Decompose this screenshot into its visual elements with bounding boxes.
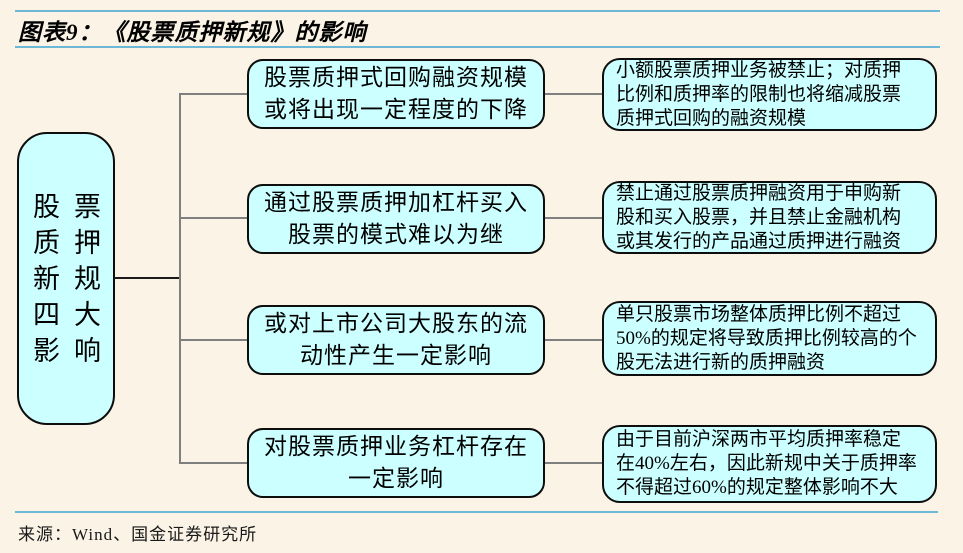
detail-box-4: 由于目前沪深两市平均质押率稳定 在40%左右，因此新规中关于质押率 不得超过60… — [602, 425, 937, 503]
summary-line: 动性产生一定影响 — [300, 343, 492, 368]
detail-line: 股和买入股票，并且禁止金融机构 — [616, 206, 902, 228]
summary-line: 股票质押式回购融资规模 — [264, 65, 528, 90]
detail-line: 50%的规定将导致质押比例较高的个 — [616, 327, 917, 349]
root-box-line: 质押 — [33, 227, 115, 258]
root-box-line: 新规 — [33, 263, 115, 294]
divider-line-bottom — [15, 511, 938, 513]
connector-link-3 — [545, 339, 602, 341]
detail-line: 不得超过60%的规定整体影响不大 — [616, 477, 898, 498]
summary-line: 通过股票质押加杠杆买入 — [264, 190, 528, 215]
summary-line: 或对上市公司大股东的流 — [264, 311, 528, 336]
connector-link-4 — [545, 462, 602, 464]
summary-line: 一定影响 — [348, 466, 444, 491]
connector-branch-3 — [181, 339, 247, 341]
figure-title: 图表9：《股票质押新规》的影响 — [18, 20, 367, 45]
detail-line: 股无法进行新的质押融资 — [616, 351, 826, 373]
summary-line: 或将出现一定程度的下降 — [264, 97, 528, 122]
source-note: 来源：Wind、国金证券研究所 — [18, 525, 258, 544]
detail-line: 比例和质押率的限制也将缩减股票 — [616, 83, 902, 105]
detail-line: 在40%左右，因此新规中关于质押率 — [616, 453, 917, 474]
detail-line: 或其发行的产品通过质押进行融资 — [616, 230, 902, 252]
root-box-line: 影响 — [33, 335, 115, 366]
divider-line-under-title — [15, 46, 940, 48]
summary-line: 股票的模式难以为继 — [288, 222, 504, 247]
connector-link-2 — [545, 217, 602, 219]
detail-box-1: 小额股票质押业务被禁止；对质押 比例和质押率的限制也将缩减股票 质押式回购的融资… — [602, 58, 937, 131]
detail-box-2: 禁止通过股票质押融资用于申购新 股和买入股票，并且禁止金融机构 或其发行的产品通… — [602, 181, 937, 254]
summary-box-4: 对股票质押业务杠杆存在 一定影响 — [247, 428, 545, 498]
detail-line: 质押式回购的融资规模 — [616, 107, 807, 129]
detail-line: 由于目前沪深两市平均质押率稳定 — [616, 429, 902, 450]
connector-branch-2 — [181, 217, 247, 219]
root-box: 股票 质押 新规 四大 影响 — [17, 132, 115, 425]
detail-line: 禁止通过股票质押融资用于申购新 — [616, 182, 902, 204]
connector-link-1 — [545, 93, 602, 95]
divider-line-top — [15, 10, 940, 12]
detail-line: 单只股票市场整体质押比例不超过 — [616, 303, 902, 325]
summary-box-1: 股票质押式回购融资规模 或将出现一定程度的下降 — [247, 59, 545, 129]
summary-box-3: 或对上市公司大股东的流 动性产生一定影响 — [247, 305, 545, 375]
connector-branch-4 — [181, 462, 247, 464]
detail-line: 小额股票质押业务被禁止；对质押 — [616, 59, 902, 81]
summary-box-2: 通过股票质押加杠杆买入 股票的模式难以为继 — [247, 184, 545, 254]
summary-line: 对股票质押业务杠杆存在 — [264, 434, 528, 459]
connector-root — [114, 277, 180, 279]
detail-box-3: 单只股票市场整体质押比例不超过 50%的规定将导致质押比例较高的个 股无法进行新… — [602, 301, 937, 376]
root-box-line: 股票 — [33, 191, 115, 222]
root-box-line: 四大 — [33, 299, 115, 330]
connector-branch-1 — [181, 93, 247, 95]
connector-spine — [179, 93, 181, 464]
